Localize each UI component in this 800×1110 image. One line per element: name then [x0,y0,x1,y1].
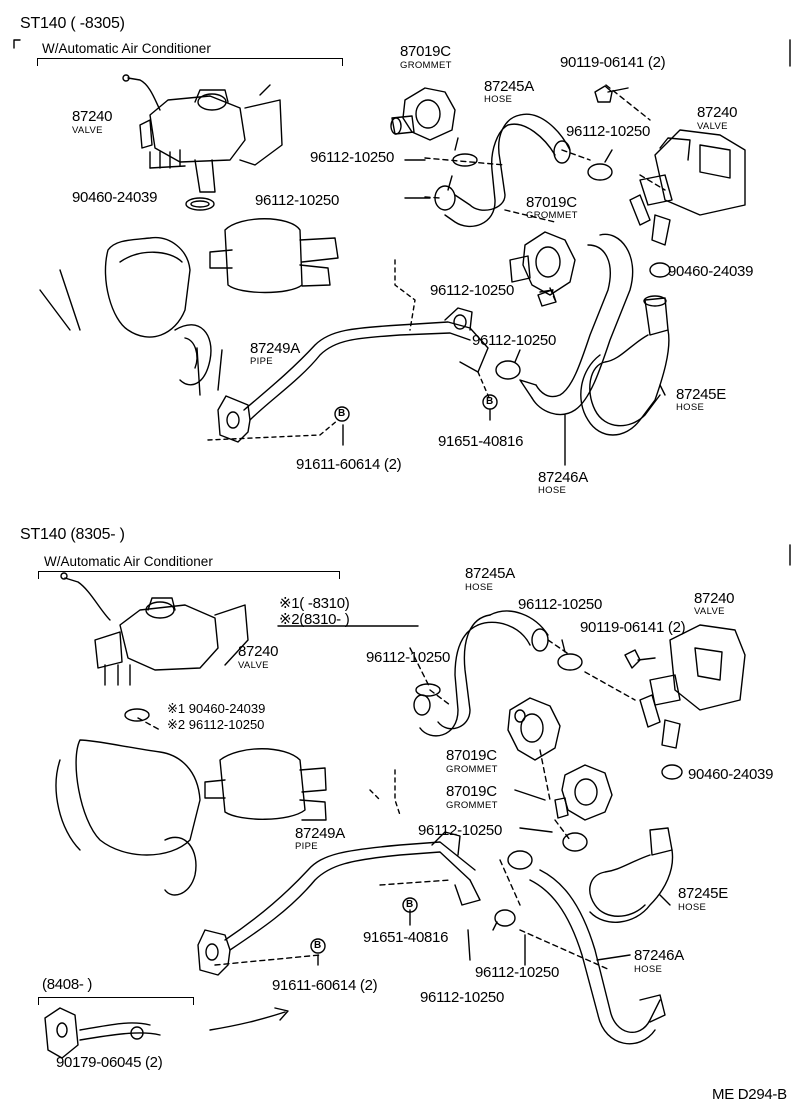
bottom-87240-l: 87240 [238,643,279,660]
bottom-pipe: PIPE [295,841,318,852]
top-condition-bracket [37,58,343,66]
top-96112-c1: 96112-10250 [310,149,395,166]
top-header: ST140 ( -8305) [20,15,125,32]
top-90460-l: 90460-24039 [72,189,158,206]
top-87019c-a: 87019C [400,43,451,60]
bottom-96112-c1: 96112-10250 [418,822,503,839]
top-pipe: PIPE [250,356,273,367]
bottom-hose-a: HOSE [465,582,494,593]
top-87246a: 87246A [538,469,588,486]
bottom-grommet-b: GROMMET [446,800,498,811]
top-90119: 90119-06141 (2) [560,54,666,71]
top-hose-a: HOSE [484,94,513,105]
bottom-valve-l: VALVE [238,660,269,671]
top-hose-e: HOSE [676,402,705,413]
bottom-marker-b2: B [314,940,322,951]
top-96112-c2: 96112-10250 [255,192,340,209]
bottom-87240-r: 87240 [694,590,735,607]
top-87249a: 87249A [250,340,300,357]
bottom-87245e: 87245E [678,885,728,902]
bottom-87245a: 87245A [465,565,515,582]
bottom-90119: 90119-06141 (2) [580,619,686,636]
bottom-96112-l: 96112-10250 [366,649,451,666]
bottom-hose-46: HOSE [634,964,663,975]
bottom-valve-r: VALVE [694,606,725,617]
drawing-code: ME D294-B [712,1086,787,1103]
bottom-hose-e: HOSE [678,902,707,913]
top-87245a: 87245A [484,78,534,95]
top-87019c-b: 87019C [526,194,577,211]
top-grommet-b: GROMMET [526,210,578,221]
bottom-condition: W/Automatic Air Conditioner [44,554,213,569]
top-marker-b1: B [338,408,346,419]
bottom-90460-r: 90460-24039 [688,766,774,783]
bottom-96112-c3: 96112-10250 [420,989,505,1006]
top-grommet-a: GROMMET [400,60,452,71]
inset-part: 90179-06045 (2) [56,1054,163,1071]
bottom-87246a: 87246A [634,947,684,964]
top-condition: W/Automatic Air Conditioner [42,41,211,56]
bottom-87019c-b: 87019C [446,783,497,800]
top-valve-r: VALVE [697,121,728,132]
top-87245e: 87245E [676,386,726,403]
bottom-note2: ※2(8310- ) [279,611,350,628]
inset-bracket [38,997,194,1005]
bottom-91651: 91651-40816 [363,929,449,946]
bottom-96112-t: 96112-10250 [518,596,603,613]
top-valve-l: VALVE [72,125,103,136]
inset-header: (8408- ) [42,976,93,993]
top-91651: 91651-40816 [438,433,524,450]
bottom-marker-b1: B [406,899,414,910]
top-87240-l: 87240 [72,108,113,125]
top-marker-b2: B [486,396,494,407]
top-96112-c4: 96112-10250 [472,332,557,349]
bottom-96112-l2: ※2 96112-10250 [167,717,265,732]
top-96112-r1: 96112-10250 [566,123,651,140]
bottom-96112-c2: 96112-10250 [475,964,560,981]
bottom-grommet-a: GROMMET [446,764,498,775]
top-96112-c3: 96112-10250 [430,282,515,299]
bottom-condition-bracket [38,571,340,579]
bottom-91611: 91611-60614 (2) [272,977,378,994]
bottom-90460-l1: ※1 90460-24039 [167,701,266,716]
bottom-header: ST140 (8305- ) [20,526,125,543]
top-hose-46: HOSE [538,485,567,496]
bottom-87019c-a: 87019C [446,747,497,764]
top-91611: 91611-60614 (2) [296,456,402,473]
top-87240-r: 87240 [697,104,738,121]
top-90460-r: 90460-24039 [668,263,754,280]
bottom-87249a: 87249A [295,825,345,842]
bottom-note1: ※1( -8310) [279,595,350,612]
